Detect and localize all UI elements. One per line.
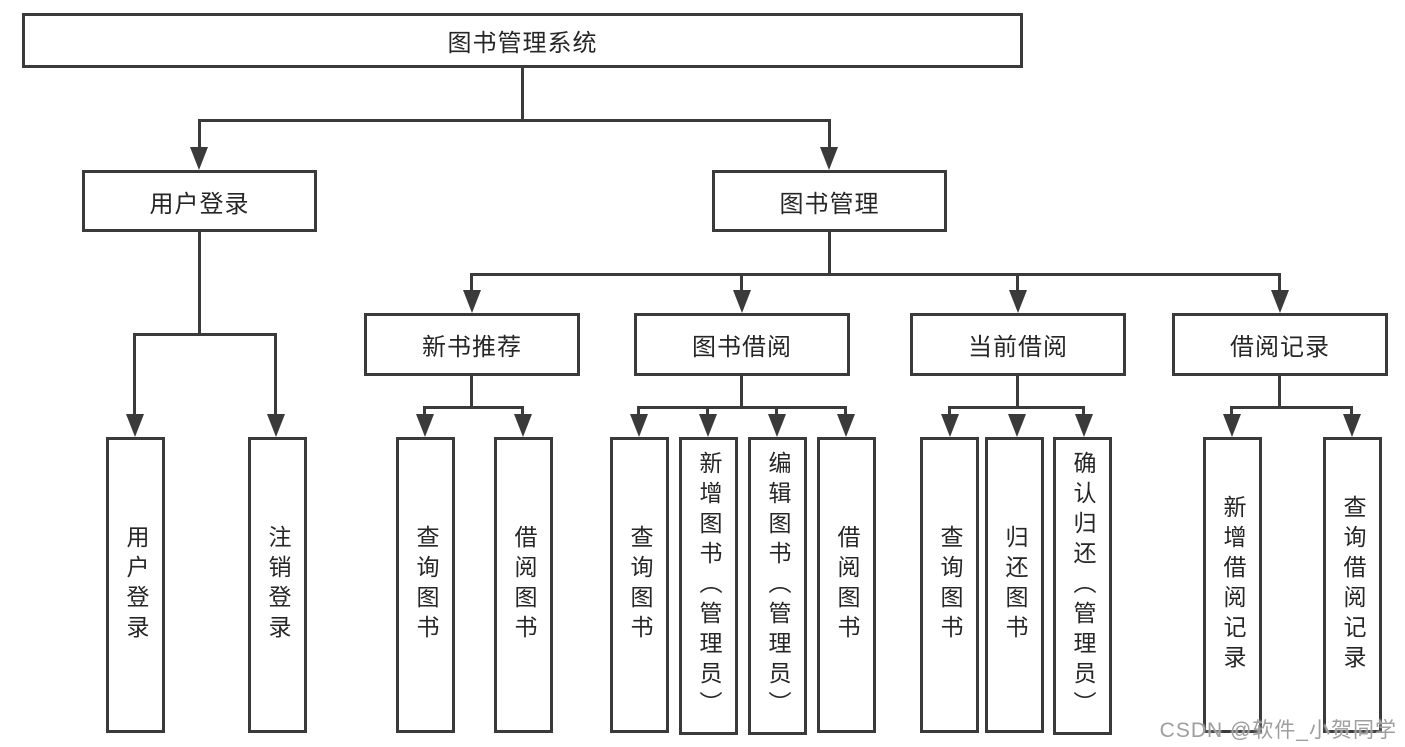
connector-line — [133, 333, 136, 417]
connector-line — [637, 406, 640, 416]
node-library-management-system: 图书管理系统 — [22, 13, 1023, 68]
arrow-down — [1009, 290, 1027, 313]
connector-line — [1230, 406, 1233, 416]
connector-line — [775, 406, 778, 416]
node-borrowing-records: 借阅记录 — [1172, 313, 1388, 376]
node-label: 查询图书 — [413, 525, 439, 645]
arrow-down — [190, 147, 208, 170]
connector-line — [521, 406, 524, 416]
leaf-query-books-borrowing: 查询图书 — [610, 437, 669, 733]
arrow-down — [463, 290, 481, 313]
node-current-borrowing: 当前借阅 — [910, 313, 1126, 376]
connector-line — [948, 406, 951, 416]
connector-line — [423, 406, 524, 409]
connector-line — [470, 273, 1281, 276]
arrow-down — [699, 414, 717, 437]
connector-line — [740, 376, 743, 408]
leaf-query-books-current: 查询图书 — [920, 437, 979, 733]
node-label: 图书借阅 — [692, 334, 792, 361]
node-label: 新书推荐 — [422, 334, 522, 361]
connector-line — [1278, 273, 1281, 293]
leaf-add-borrow-record: 新增借阅记录 — [1203, 437, 1262, 733]
node-label: 用户登录 — [123, 525, 149, 645]
node-label: 用户登录 — [149, 190, 250, 218]
node-label: 查询图书 — [627, 525, 653, 645]
node-user-login: 用户登录 — [82, 170, 317, 232]
node-label: 图书管理系统 — [447, 30, 598, 57]
arrow-down — [941, 414, 959, 437]
connector-line — [470, 376, 473, 408]
node-label: 归还图书 — [1002, 525, 1028, 645]
connector-line — [1016, 376, 1019, 408]
connector-line — [133, 333, 277, 336]
connector-line — [198, 232, 201, 335]
arrow-down — [1008, 414, 1026, 437]
leaf-return-books: 归还图书 — [985, 437, 1044, 733]
connector-line — [423, 406, 426, 416]
connector-line — [828, 232, 831, 273]
arrow-down — [514, 414, 532, 437]
node-label: 新增借阅记录 — [1220, 495, 1246, 675]
watermark-text: CSDN @软件_小贺同学 — [1159, 719, 1397, 742]
connector-line — [521, 68, 524, 122]
connector-line — [1350, 406, 1353, 416]
connector-line — [1016, 273, 1019, 293]
connector-line — [706, 406, 709, 416]
node-label: 新增图书（管理员） — [696, 451, 722, 721]
arrow-down — [267, 414, 285, 437]
connector-line — [274, 333, 277, 417]
arrow-down — [630, 414, 648, 437]
node-label: 借阅记录 — [1230, 334, 1330, 361]
leaf-query-borrow-record: 查询借阅记录 — [1323, 437, 1382, 733]
connector-line — [198, 119, 201, 151]
node-label: 编辑图书（管理员） — [765, 451, 791, 721]
leaf-borrow-books-recommend: 借阅图书 — [494, 437, 553, 733]
leaf-add-books-admin: 新增图书（管理员） — [679, 437, 738, 735]
node-book-management: 图书管理 — [712, 170, 947, 232]
leaf-edit-books-admin: 编辑图书（管理员） — [748, 437, 807, 735]
connector-line — [948, 406, 1085, 409]
node-label: 借阅图书 — [511, 525, 537, 645]
leaf-query-books-recommend: 查询图书 — [396, 437, 455, 733]
node-label: 当前借阅 — [968, 334, 1068, 361]
node-label: 查询借阅记录 — [1340, 495, 1366, 675]
connector-line — [1278, 376, 1281, 408]
node-label: 借阅图书 — [834, 525, 860, 645]
arrow-down — [733, 290, 751, 313]
node-new-book-recommend: 新书推荐 — [364, 313, 580, 376]
node-label: 图书管理 — [779, 190, 880, 218]
connector-line — [198, 119, 831, 122]
connector-line — [470, 273, 473, 293]
connector-line — [637, 406, 847, 409]
leaf-confirm-return-admin: 确认归还（管理员） — [1053, 437, 1112, 735]
connector-line — [828, 119, 831, 151]
node-book-borrowing: 图书借阅 — [634, 313, 850, 376]
arrow-down — [768, 414, 786, 437]
connector-line — [844, 406, 847, 416]
node-label: 确认归还（管理员） — [1070, 451, 1096, 721]
arrow-down — [416, 414, 434, 437]
connector-line — [1230, 406, 1353, 409]
arrow-down — [820, 147, 838, 170]
leaf-borrow-books: 借阅图书 — [817, 437, 876, 733]
leaf-user-login: 用户登录 — [106, 437, 165, 733]
node-label: 注销登录 — [265, 525, 291, 645]
connector-line — [1082, 406, 1085, 416]
leaf-logout: 注销登录 — [248, 437, 307, 733]
connector-line — [740, 273, 743, 293]
arrow-down — [1075, 414, 1093, 437]
arrow-down — [1343, 414, 1361, 437]
arrow-down — [126, 414, 144, 437]
node-label: 查询图书 — [937, 525, 963, 645]
arrow-down — [1271, 290, 1289, 313]
arrow-down — [837, 414, 855, 437]
arrow-down — [1223, 414, 1241, 437]
